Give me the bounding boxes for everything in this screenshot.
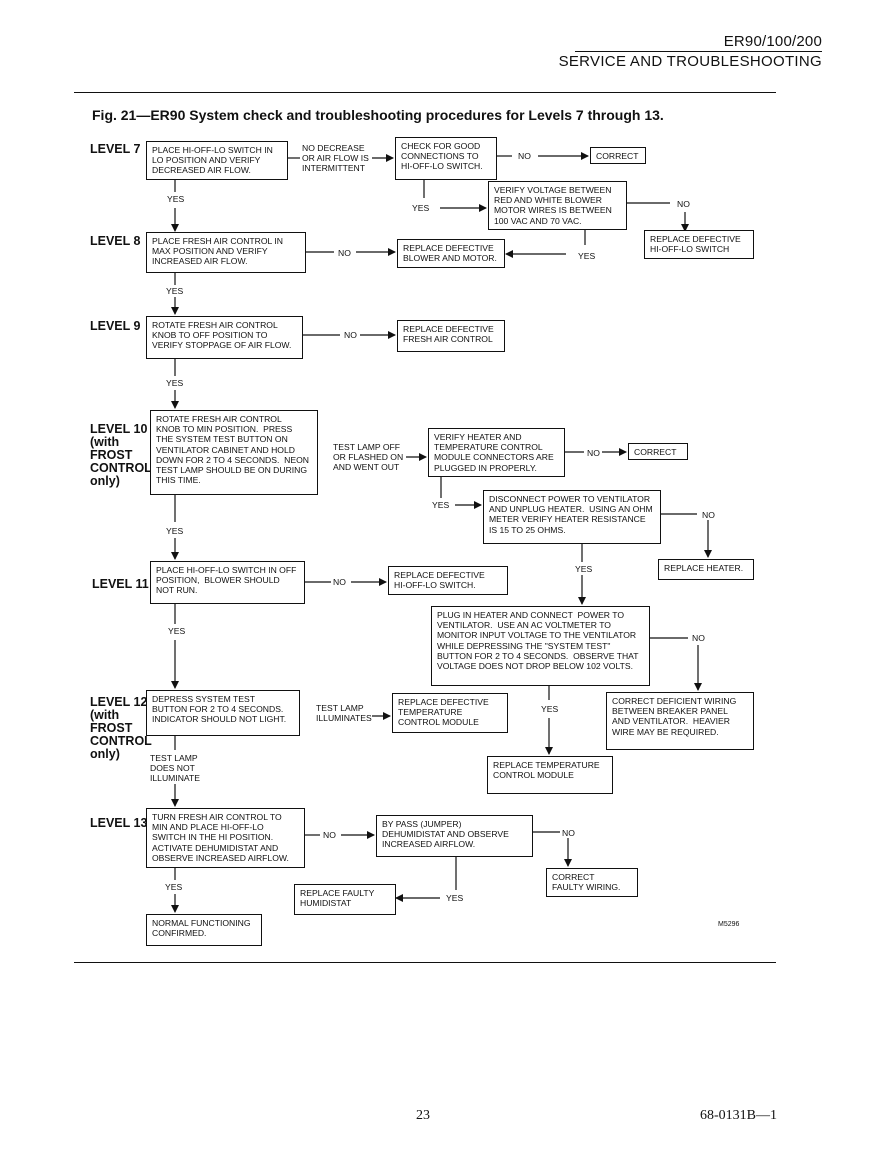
- document-code: 68-0131B—1: [700, 1108, 777, 1123]
- label-no: NO: [338, 248, 351, 258]
- level-8-label: LEVEL 8: [90, 234, 141, 248]
- step-plug-heater-voltage: PLUG IN HEATER AND CONNECT POWER TO VENT…: [431, 606, 650, 686]
- label-yes: YES: [168, 626, 186, 636]
- label-test-lamp-off: TEST LAMP OFF OR FLASHED ON AND WENT OUT: [333, 442, 404, 472]
- figure-title: Fig. 21—ER90 System check and troublesho…: [92, 107, 664, 123]
- result-l12-replace-module: REPLACE DEFECTIVE TEMPERATURE CONTROL MO…: [392, 693, 508, 733]
- label-no: NO: [587, 448, 600, 458]
- label-no: NO: [562, 828, 575, 838]
- label-test-lamp-not: TEST LAMP DOES NOT ILLUMINATE: [150, 753, 200, 783]
- label-yes: YES: [166, 286, 184, 296]
- level-13-label: LEVEL 13: [90, 816, 148, 830]
- header-model: ER90/100/200: [723, 33, 822, 50]
- label-yes: YES: [575, 564, 593, 574]
- figure-code: M5296: [718, 921, 740, 928]
- level-10-label: LEVEL 10 (with FROST CONTROL only): [90, 422, 152, 488]
- step-l9-fresh-air-off: ROTATE FRESH AIR CONTROL KNOB TO OFF POS…: [146, 316, 303, 359]
- page-number: 23: [416, 1108, 430, 1123]
- result-replace-temp-module: REPLACE TEMPERATURE CONTROL MODULE: [487, 756, 613, 794]
- step-l13-bypass: BY PASS (JUMPER) DEHUMIDISTAT AND OBSERV…: [376, 815, 533, 857]
- result-l9-replace-fresh-air: REPLACE DEFECTIVE FRESH AIR CONTROL: [397, 320, 505, 352]
- label-test-lamp-illuminates: TEST LAMP ILLUMINATES: [316, 703, 372, 723]
- result-l7-replace-switch: REPLACE DEFECTIVE HI-OFF-LO SWITCH: [644, 230, 754, 259]
- label-yes: YES: [166, 378, 184, 388]
- header-rule: [74, 92, 776, 93]
- result-normal-functioning: NORMAL FUNCTIONING CONFIRMED.: [146, 914, 262, 946]
- result-l11-replace-switch: REPLACE DEFECTIVE HI-OFF-LO SWITCH.: [388, 566, 508, 595]
- label-no: NO: [323, 830, 336, 840]
- result-l13-replace-humidistat: REPLACE FAULTY HUMIDISTAT: [294, 884, 396, 915]
- bottom-rule: [74, 962, 776, 963]
- label-no: NO: [702, 510, 715, 520]
- label-no: NO: [518, 151, 531, 161]
- result-l13-correct-wiring: CORRECT FAULTY WIRING.: [546, 868, 638, 897]
- result-l10-replace-heater: REPLACE HEATER.: [658, 559, 754, 580]
- label-no: NO: [333, 577, 346, 587]
- result-l7-correct: CORRECT: [590, 147, 646, 164]
- level-12-label: LEVEL 12 (with FROST CONTROL only): [90, 695, 152, 761]
- step-l13-dehumidistat: TURN FRESH AIR CONTROL TO MIN AND PLACE …: [146, 808, 305, 868]
- header-rule-thin: [575, 51, 822, 52]
- step-l11-switch-off: PLACE HI-OFF-LO SWITCH IN OFF POSITION, …: [150, 561, 305, 604]
- result-l10-correct: CORRECT: [628, 443, 688, 460]
- result-l8-replace-blower: REPLACE DEFECTIVE BLOWER AND MOTOR.: [397, 239, 505, 268]
- step-l10-system-test: ROTATE FRESH AIR CONTROL KNOB TO MIN POS…: [150, 410, 318, 495]
- label-no: NO: [677, 199, 690, 209]
- label-yes: YES: [446, 893, 464, 903]
- step-l12-depress-test: DEPRESS SYSTEM TEST BUTTON FOR 2 TO 4 SE…: [146, 690, 300, 736]
- level-11-label: LEVEL 11: [92, 577, 149, 591]
- label-yes: YES: [578, 251, 596, 261]
- step-l7-check-connections: CHECK FOR GOOD CONNECTIONS TO HI-OFF-LO …: [395, 137, 497, 180]
- label-yes: YES: [167, 194, 185, 204]
- step-l7-place-switch-lo: PLACE HI-OFF-LO SWITCH IN LO POSITION AN…: [146, 141, 288, 180]
- label-no: NO: [692, 633, 705, 643]
- step-l10-verify-heater: VERIFY HEATER AND TEMPERATURE CONTROL MO…: [428, 428, 565, 477]
- label-yes: YES: [165, 882, 183, 892]
- level-9-label: LEVEL 9: [90, 319, 141, 333]
- header-section: SERVICE AND TROUBLESHOOTING: [558, 53, 822, 70]
- level-7-label: LEVEL 7: [90, 142, 141, 156]
- label-yes: YES: [166, 526, 184, 536]
- step-l8-fresh-air-max: PLACE FRESH AIR CONTROL IN MAX POSITION …: [146, 232, 306, 273]
- result-correct-wiring: CORRECT DEFICIENT WIRING BETWEEN BREAKER…: [606, 692, 754, 750]
- label-yes: YES: [432, 500, 450, 510]
- label-no-decrease: NO DECREASE OR AIR FLOW IS INTERMITTENT: [302, 143, 369, 173]
- label-no: NO: [344, 330, 357, 340]
- label-yes: YES: [541, 704, 559, 714]
- step-l7-verify-voltage: VERIFY VOLTAGE BETWEEN RED AND WHITE BLO…: [488, 181, 627, 230]
- label-yes: YES: [412, 203, 430, 213]
- step-l10-check-resistance: DISCONNECT POWER TO VENTILATOR AND UNPLU…: [483, 490, 661, 544]
